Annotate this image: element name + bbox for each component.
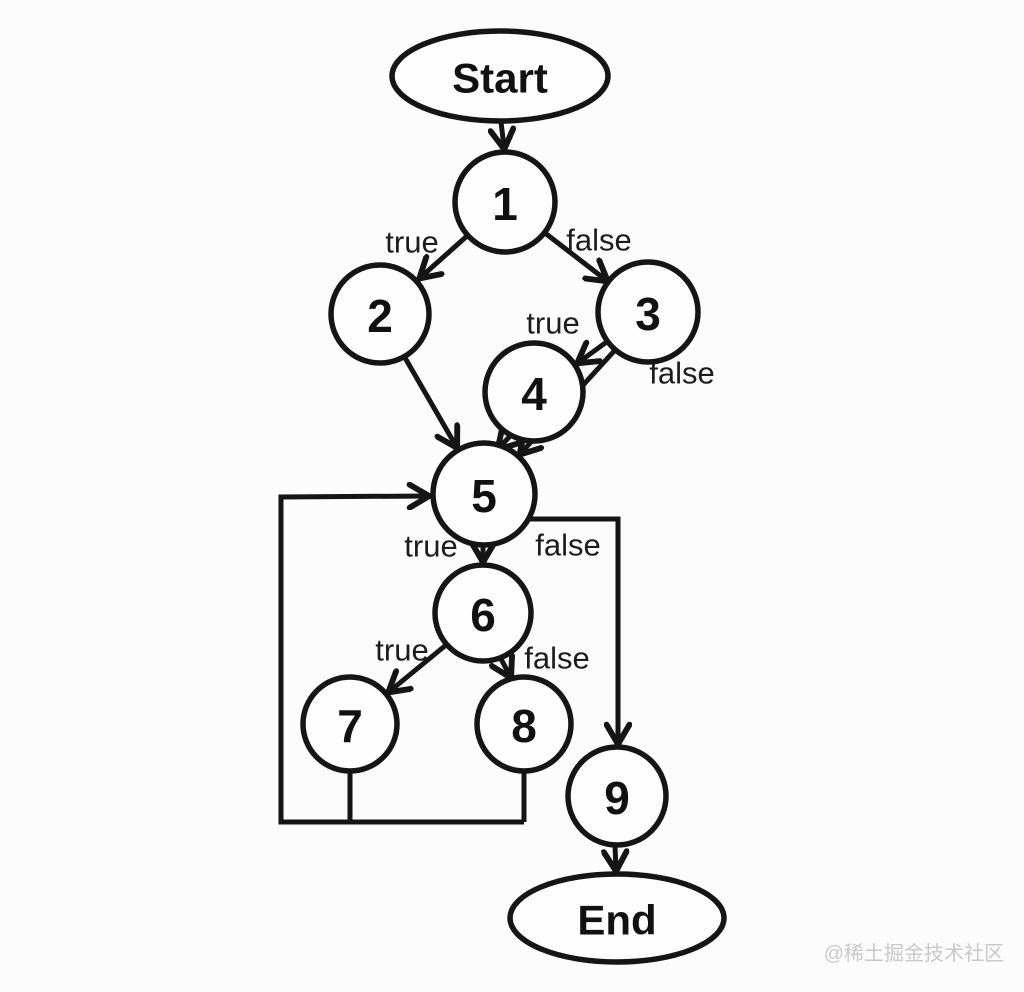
edge-label-1-3: false (566, 223, 631, 258)
node-start: Start (389, 28, 611, 124)
edge-1-2 (421, 234, 469, 277)
node-8-label: 8 (511, 700, 537, 752)
edge-start-1 (501, 121, 504, 147)
edge-label-5-9: false (535, 528, 600, 563)
node-7: 7 (300, 674, 400, 774)
node-3: 3 (595, 259, 701, 365)
node-2: 2 (328, 262, 432, 366)
edge-5-9 (529, 516, 618, 742)
edge-label-6-8: false (524, 641, 589, 676)
node-1-label: 1 (492, 178, 518, 230)
node-end: End (507, 871, 727, 965)
edge-9-end (615, 845, 616, 869)
edge-3-4 (579, 338, 610, 362)
node-8: 8 (474, 674, 574, 774)
edge-label-3-4: true (526, 306, 579, 341)
node-start-label: Start (452, 55, 548, 102)
watermark-text: @稀土掘金技术社区 (824, 942, 1004, 965)
node-3-label: 3 (635, 288, 661, 340)
node-1: 1 (452, 149, 558, 255)
node-2-label: 2 (367, 290, 393, 342)
node-6-label: 6 (470, 589, 496, 641)
edge-label-6-7: true (375, 633, 428, 668)
node-6: 6 (432, 562, 534, 664)
edge-1-3 (543, 231, 606, 280)
node-5-label: 5 (471, 470, 497, 522)
edge-label-1-2: true (385, 225, 438, 260)
node-9-label: 9 (604, 772, 630, 824)
edge-labels: true false true false true false true fa… (375, 223, 714, 676)
nodes: Start 1 2 3 4 5 (300, 28, 727, 965)
edge-loop-5 (278, 496, 524, 825)
edge-2-5 (401, 354, 456, 446)
edge-6-7 (390, 643, 448, 691)
node-end-label: End (577, 897, 656, 944)
node-4-label: 4 (521, 368, 547, 420)
node-4: 4 (482, 340, 586, 444)
node-5: 5 (430, 440, 538, 548)
node-9: 9 (565, 744, 669, 848)
node-7-label: 7 (337, 700, 363, 752)
